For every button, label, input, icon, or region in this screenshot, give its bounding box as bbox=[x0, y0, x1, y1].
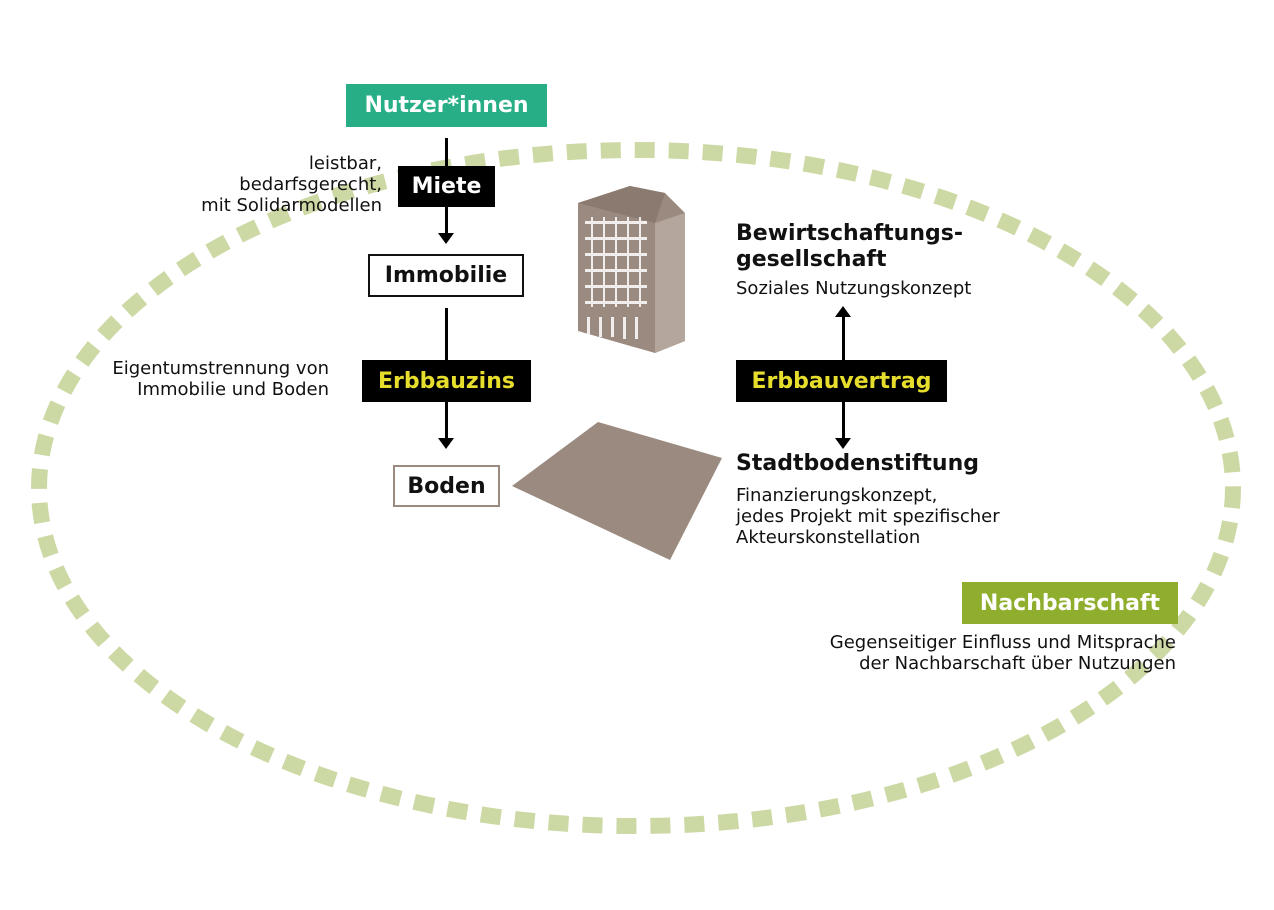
note-line: leistbar, bbox=[308, 153, 382, 174]
arrowhead-icon bbox=[835, 438, 851, 449]
nachbarschaft-note: Gegenseitiger Einfluss und Mitsprache de… bbox=[830, 632, 1176, 674]
stiftung-title: Stadtbodenstiftung bbox=[736, 451, 979, 476]
note-line: Gegenseitiger Einfluss und Mitsprache bbox=[829, 632, 1176, 653]
building-icon bbox=[578, 186, 685, 353]
arrowhead-icon bbox=[438, 438, 454, 449]
nachbarschaft-label: Nachbarschaft bbox=[962, 582, 1178, 624]
note-line: bedarfsgerecht, bbox=[239, 174, 382, 195]
note-line: der Nachbarschaft über Nutzungen bbox=[859, 653, 1176, 674]
erbbauzins-label: Erbbauzins bbox=[362, 360, 531, 402]
note-line: Immobilie und Boden bbox=[137, 379, 329, 400]
note-line: Eigentumstrennung von bbox=[112, 358, 329, 379]
note-line: mit Solidarmodellen bbox=[201, 195, 382, 216]
bewirtschaftung-title: Bewirtschaftungs- gesellschaft bbox=[736, 221, 963, 273]
arrowhead-up-icon bbox=[835, 306, 851, 317]
boden-label: Boden bbox=[393, 465, 500, 507]
land-plot-icon bbox=[512, 422, 722, 560]
erbbauvertrag-label: Erbbauvertrag bbox=[736, 360, 947, 402]
miete-note: leistbar, bedarfsgerecht, mit Solidarmod… bbox=[201, 153, 382, 216]
arrowhead-icon bbox=[438, 233, 454, 244]
note-line: Akteurskonstellation bbox=[736, 527, 921, 548]
immobilie-label: Immobilie bbox=[368, 254, 524, 297]
title-line: gesellschaft bbox=[736, 247, 887, 272]
nutzer-label: Nutzer*innen bbox=[346, 84, 547, 127]
note-line: jedes Projekt mit spezifischer bbox=[736, 506, 1000, 527]
bewirtschaftung-subtitle: Soziales Nutzungskonzept bbox=[736, 278, 972, 299]
stiftung-note: Finanzierungskonzept, jedes Projekt mit … bbox=[736, 485, 1000, 548]
erbbauzins-note: Eigentumstrennung von Immobilie und Bode… bbox=[112, 358, 329, 400]
title-line: Bewirtschaftungs- bbox=[736, 221, 963, 246]
miete-label: Miete bbox=[398, 166, 495, 207]
note-line: Finanzierungskonzept, bbox=[736, 485, 938, 506]
